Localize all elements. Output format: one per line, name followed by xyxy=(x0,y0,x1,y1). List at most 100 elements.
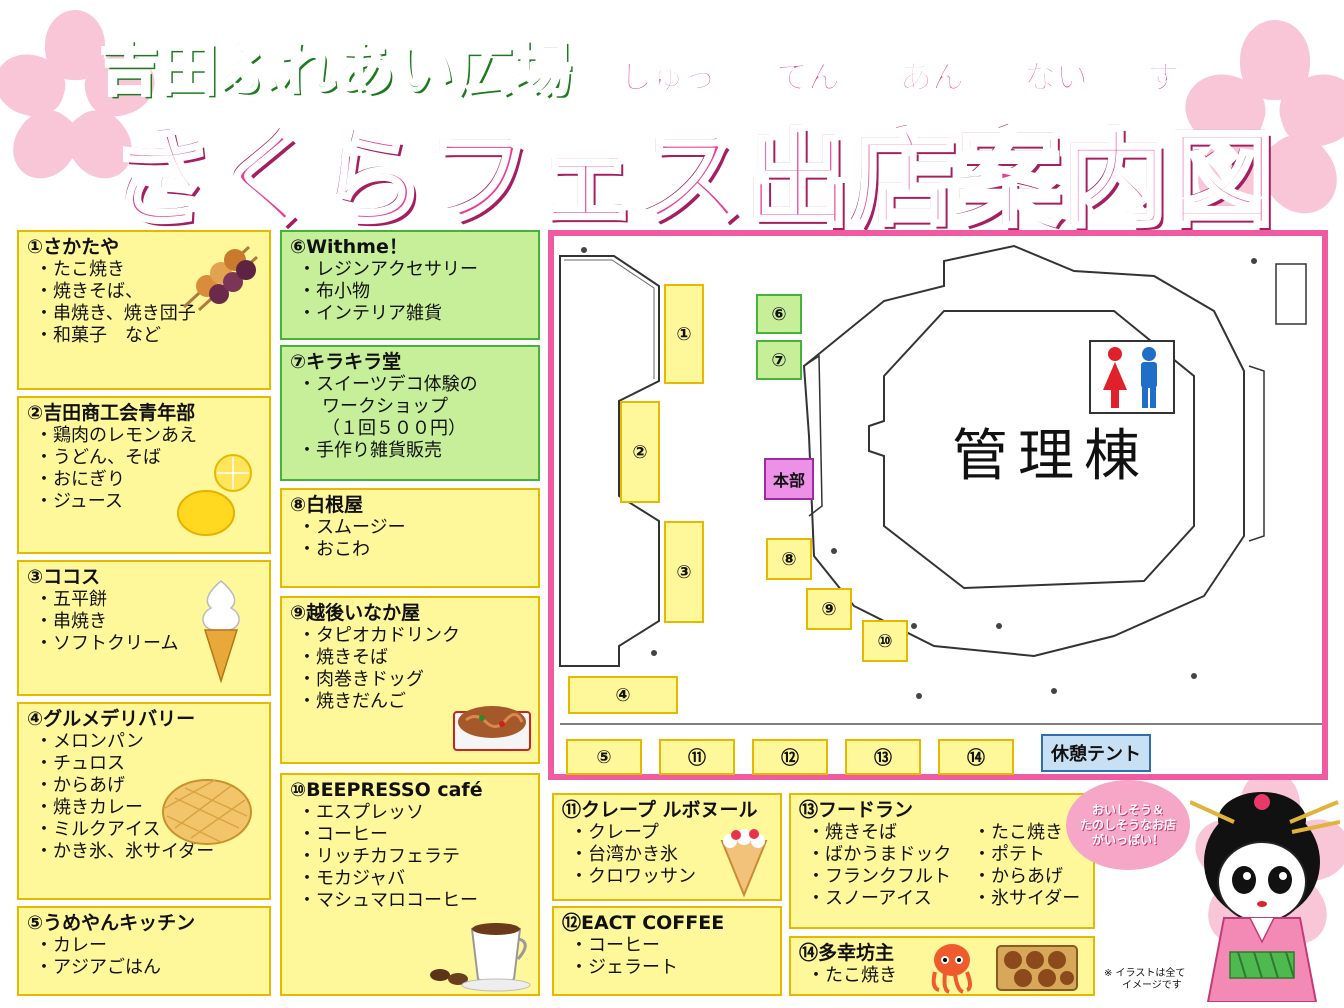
headquarters-marker: 本部 xyxy=(764,458,814,500)
store-item: 焼きそば xyxy=(290,647,530,669)
store-item: コーヒー xyxy=(562,935,772,957)
store-item: インテリア雑貨 xyxy=(290,303,530,325)
takoyaki-icon xyxy=(996,945,1078,991)
note-line-2: イメージです xyxy=(1122,980,1182,991)
management-building-label: 管理棟 xyxy=(952,424,1150,489)
store-item: ジュース xyxy=(27,491,261,513)
store-item: 五平餅 xyxy=(27,589,261,611)
map-stall-12: ⑫ xyxy=(752,739,828,775)
melon-pan-icon xyxy=(162,779,252,845)
store-name: ②吉田商工会青年部 xyxy=(27,402,196,424)
crepe-icon xyxy=(720,829,768,897)
speech-line-3: がいっぱい！ xyxy=(1091,832,1164,847)
sakura-flower-left xyxy=(0,0,163,200)
restroom-icon xyxy=(1103,347,1157,408)
illustration-note: ※ イラストは全て イメージです xyxy=(1104,968,1185,992)
store-item: たこ焼き xyxy=(799,965,1085,987)
rest-tent-marker: 休憩テント xyxy=(1041,734,1151,772)
store-box-4: ④グルメデリバリー メロンパン チュロス からあげ 焼きカレー ミルクアイス か… xyxy=(17,702,271,900)
store-item: 和菓子 など xyxy=(27,325,261,347)
store-name: ④グルメデリバリー xyxy=(27,708,196,730)
store-name: ⑤うめやんキッチン xyxy=(27,912,196,934)
store-item: 焼きカレー xyxy=(27,797,261,819)
map-stall-6: ⑥ xyxy=(756,294,802,334)
venue-title: 吉田ふれあい広場 xyxy=(98,34,573,105)
speech-bubble: おいしそう＆ たのしそうなお店 がいっぱい！ xyxy=(1066,780,1190,870)
store-item: うどん、そば xyxy=(27,447,261,469)
store-box-9: ⑨越後いなか屋 タピオカドリンク 焼きそば 肉巻きドッグ 焼きだんご xyxy=(280,596,540,764)
store-item: ばかうまドック xyxy=(799,844,965,866)
store-item: かき氷、氷サイダー xyxy=(27,841,261,863)
furigana-3: あん xyxy=(899,58,964,97)
store-item: コーヒー xyxy=(290,824,530,846)
restroom-sign xyxy=(1089,340,1175,414)
store-box-10: ⑩BEEPRESSO café エスプレッソ コーヒー リッチカフェラテ モカジ… xyxy=(280,773,540,996)
venue-map: ① ② ③ ④ ⑤ ⑥ ⑦ ⑧ ⑨ ⑩ ⑪ ⑫ ⑬ ⑭ 本部 休憩テント 管理棟 xyxy=(548,230,1328,780)
store-item: ソフトクリーム xyxy=(27,633,261,655)
furigana-5: ず xyxy=(1147,58,1180,97)
store-name: ③ココス xyxy=(27,566,101,588)
speech-line-2: たのしそうなお店 xyxy=(1079,817,1176,832)
store-item: 布小物 xyxy=(290,281,530,303)
store-box-14: ⑭多幸坊主 たこ焼き xyxy=(789,936,1095,996)
store-item: レジンアクセサリー xyxy=(290,259,530,281)
store-box-5: ⑤うめやんキッチン カレー アジアごはん xyxy=(17,906,271,996)
store-item: 氷サイダー xyxy=(965,888,1080,910)
store-item: モカジャバ xyxy=(290,868,530,890)
store-item: スノーアイス xyxy=(799,888,965,910)
furigana-4: ない xyxy=(1023,58,1088,97)
store-item: （１回５００円） xyxy=(322,418,466,440)
store-item: タピオカドリンク xyxy=(290,625,530,647)
store-name: ⑪クレープ ルボヌール xyxy=(562,799,758,821)
store-name: ⑫EACT COFFEE xyxy=(562,912,725,934)
store-item: 串焼き xyxy=(27,611,261,633)
yakisoba-icon xyxy=(453,706,531,751)
speech-line-1: おいしそう＆ xyxy=(1091,802,1164,817)
store-item: 焼きだんご xyxy=(290,691,530,713)
store-box-13: ⑬フードラン 焼きそば ばかうまドック フランクフルト スノーアイス たこ焼き … xyxy=(789,793,1095,929)
page-title: さくらフェス出店案内図 xyxy=(108,117,1277,243)
store-item: リッチカフェラテ xyxy=(290,846,530,868)
store-box-8: ⑧白根屋 スムージー おこわ xyxy=(280,488,540,588)
store-name: ⑭多幸坊主 xyxy=(799,942,895,964)
map-stall-13: ⑬ xyxy=(845,739,921,775)
store-box-7: ⑦キラキラ堂 スイーツデコ体験の ワークショップ （１回５００円） 手作り雑貨販… xyxy=(280,345,540,481)
store-item: クロワッサン xyxy=(562,866,772,888)
store-box-3: ③ココス 五平餅 串焼き ソフトクリーム xyxy=(17,560,271,696)
store-name: ⑧白根屋 xyxy=(290,494,364,516)
map-stall-7: ⑦ xyxy=(756,340,802,380)
sakura-flower-right xyxy=(1176,20,1344,230)
store-item: ミルクアイス xyxy=(27,819,261,841)
store-item: マシュマロコーヒー xyxy=(290,890,530,912)
lemon-icon xyxy=(177,454,252,536)
store-box-2: ②吉田商工会青年部 鶏肉のレモンあえ うどん、そば おにぎり ジュース xyxy=(17,396,271,554)
store-item: チュロス xyxy=(27,753,261,775)
store-name: ⑥Withme！ xyxy=(290,236,408,258)
store-item: 台湾かき氷 xyxy=(562,844,772,866)
store-item: からあげ xyxy=(965,866,1080,888)
store-item: 鶏肉のレモンあえ xyxy=(27,425,261,447)
store-item: 焼きそば xyxy=(799,822,965,844)
dango-icon xyxy=(182,245,259,312)
map-stall-8: ⑧ xyxy=(766,538,812,580)
store-box-1: ①さかたや たこ焼き 焼きそば、 串焼き、焼き団子 和菓子 など xyxy=(17,230,271,390)
map-stall-5: ⑤ xyxy=(566,739,642,775)
map-stall-1: ① xyxy=(664,284,704,384)
store-name: ①さかたや xyxy=(27,236,120,258)
furigana-1: しゅっ xyxy=(619,58,717,97)
furigana-reading: しゅっ てん あん ない ず xyxy=(619,52,1180,98)
store-item: 肉巻きドッグ xyxy=(290,669,530,691)
store-name: ⑬フードラン xyxy=(799,799,914,821)
store-item: クレープ xyxy=(562,822,772,844)
store-box-11: ⑪クレープ ルボヌール クレープ 台湾かき氷 クロワッサン xyxy=(552,793,782,901)
map-stall-14: ⑭ xyxy=(938,739,1014,775)
store-item: 串焼き、焼き団子 xyxy=(27,303,261,325)
store-item: メロンパン xyxy=(27,731,261,753)
store-name: ⑩BEEPRESSO café xyxy=(290,779,483,801)
store-item: カレー xyxy=(27,935,261,957)
map-stall-4: ④ xyxy=(568,676,678,714)
coffee-cup-icon xyxy=(430,923,531,992)
note-line-1: ※ イラストは全て xyxy=(1104,968,1186,979)
store-item: 焼きそば、 xyxy=(27,281,261,303)
store-item: おこわ xyxy=(290,539,530,561)
